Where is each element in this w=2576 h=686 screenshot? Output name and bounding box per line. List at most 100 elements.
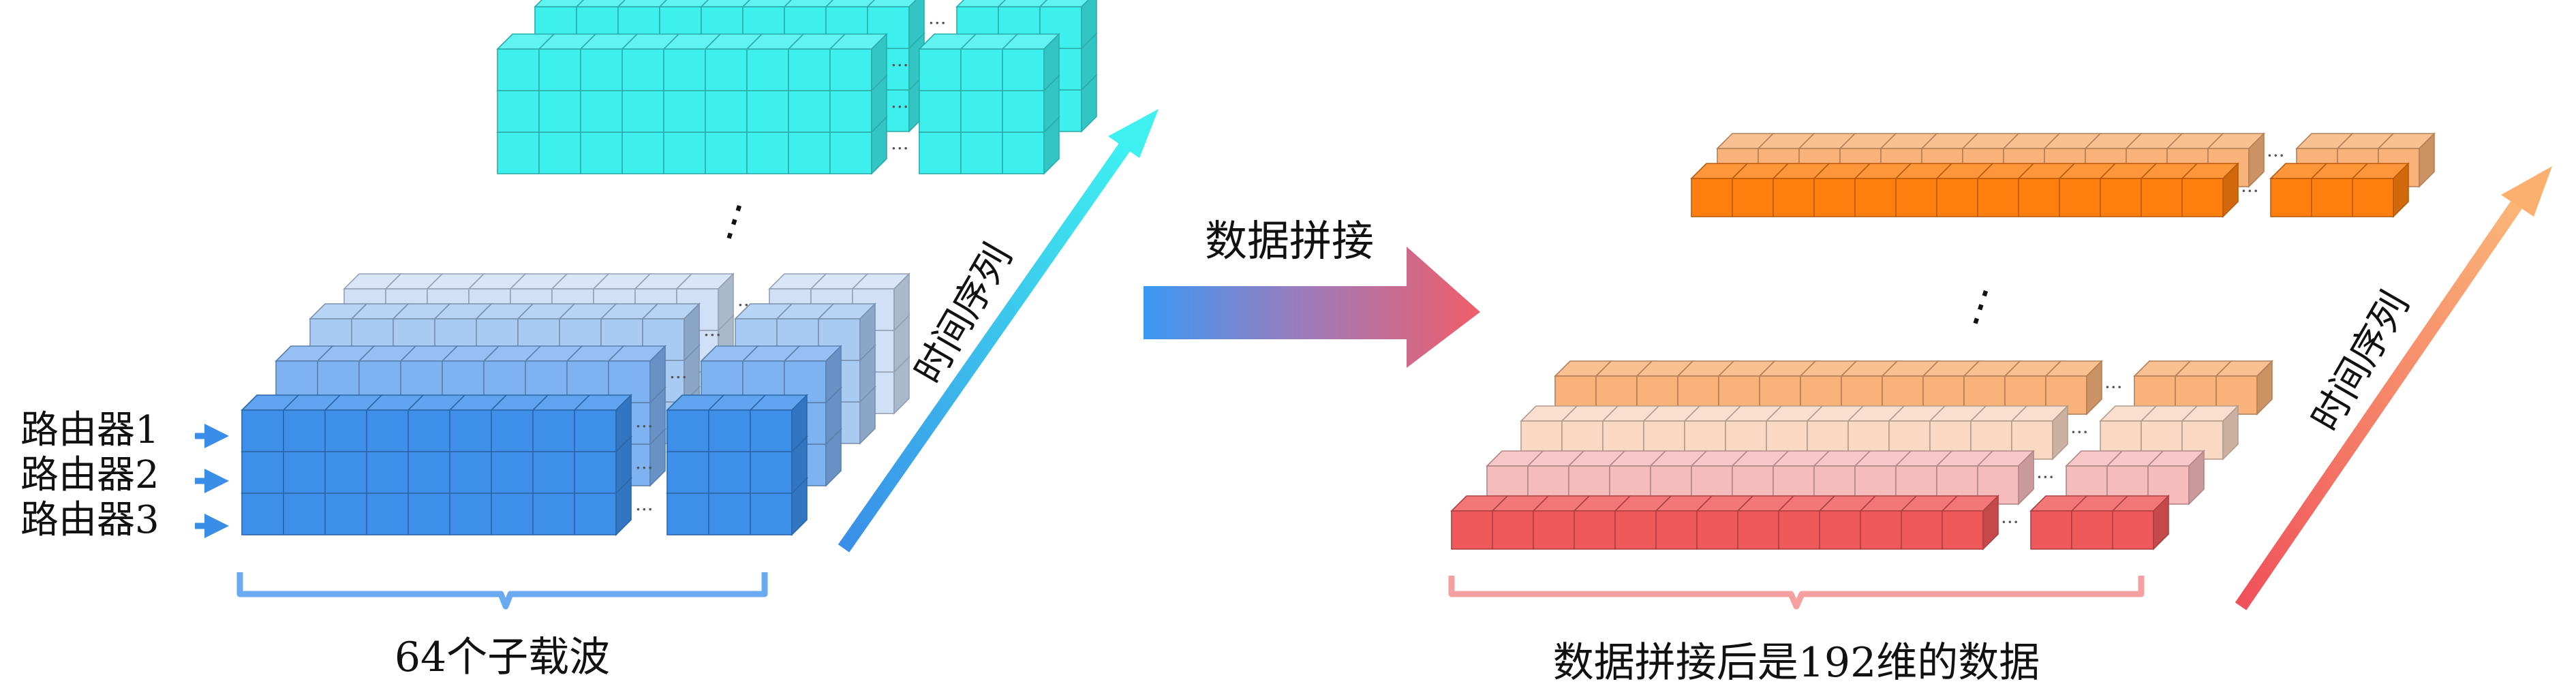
cube-cell xyxy=(491,409,534,452)
cube-cell xyxy=(1002,131,1045,174)
cube-cell xyxy=(788,131,831,174)
cube-cell xyxy=(666,493,709,535)
cube-cell xyxy=(746,48,789,91)
cube-cell xyxy=(449,409,492,452)
cube-side xyxy=(2188,450,2205,505)
cube-side xyxy=(2052,405,2068,461)
cube-cell xyxy=(2352,178,2394,217)
cube-cell xyxy=(532,409,575,452)
cube-cell xyxy=(2311,178,2353,217)
cube-cell xyxy=(1895,178,1937,217)
cube-cell xyxy=(1819,510,1861,550)
cube-cell xyxy=(538,48,581,91)
cube-cell xyxy=(1002,90,1045,133)
cube-cell xyxy=(622,90,664,133)
cube-cell xyxy=(750,409,793,452)
cube-cell xyxy=(960,90,1003,133)
cube-cell xyxy=(1773,178,1815,217)
cube-cell xyxy=(750,451,793,494)
cube-side xyxy=(1081,0,1097,50)
cube-cell xyxy=(1614,510,1657,550)
cyan-layer-front-row-1-ellipsis: ··· xyxy=(891,54,909,77)
cube-cell xyxy=(580,48,623,91)
cube-cell xyxy=(960,131,1003,174)
cube-cell xyxy=(580,131,623,174)
blue-layer-3-row-1-ellipsis: ··· xyxy=(703,324,722,347)
result-row-3-ellipsis: ··· xyxy=(2070,421,2089,443)
cyan-layer-back-row-1-ellipsis: ··· xyxy=(928,12,947,35)
result-bracket xyxy=(1448,576,2145,610)
cube-cell xyxy=(788,90,831,133)
left-vertical-ellipsis: ⋮ xyxy=(707,191,763,251)
cube-cell xyxy=(663,90,706,133)
cube-cell xyxy=(366,451,409,494)
right-time-arrow xyxy=(2235,166,2552,610)
cube-cell xyxy=(449,451,492,494)
orange-front-tail xyxy=(2269,162,2410,218)
cube-side xyxy=(2018,450,2034,505)
cube-side xyxy=(859,302,876,362)
cube-side xyxy=(2086,360,2102,416)
cube-side xyxy=(2153,495,2169,550)
cube-cell xyxy=(1574,510,1616,550)
cube-side xyxy=(2256,360,2273,416)
cube-cell xyxy=(1492,510,1534,550)
cube-cell xyxy=(663,48,706,91)
cube-cell xyxy=(1691,178,1733,217)
cube-cell xyxy=(1942,510,1984,550)
cyan-layer-front-row-3-ellipsis: ··· xyxy=(891,138,909,160)
cube-cell xyxy=(788,48,831,91)
cube-side xyxy=(871,33,887,92)
cube-side xyxy=(893,272,910,332)
cube-cell xyxy=(666,451,709,494)
cube-cell xyxy=(622,131,664,174)
cube-cell xyxy=(1854,178,1897,217)
cube-cell xyxy=(1860,510,1902,550)
cube-cell xyxy=(574,493,617,535)
cube-cell xyxy=(1451,510,1493,550)
cube-cell xyxy=(829,48,872,91)
cube-cell xyxy=(1977,178,2019,217)
cube-cell xyxy=(1732,178,1774,217)
cube-side xyxy=(1982,495,1999,550)
cube-side xyxy=(791,394,808,453)
cube-cell xyxy=(408,493,450,535)
cube-cell xyxy=(1737,510,1779,550)
cube-cell xyxy=(1002,48,1045,91)
cube-cell xyxy=(1696,510,1738,550)
cube-side xyxy=(2222,405,2239,461)
cube-cell xyxy=(1813,178,1856,217)
cube-cell xyxy=(705,131,748,174)
cube-cell xyxy=(1533,510,1575,550)
blue-layer-1-row-1-main xyxy=(241,394,632,453)
cube-cell xyxy=(408,451,450,494)
cube-cell xyxy=(705,90,748,133)
cube-cell xyxy=(1901,510,1943,550)
cube-cell xyxy=(241,409,284,452)
cyan-layer-front-row-1-tail xyxy=(918,33,1060,92)
cube-side xyxy=(615,394,632,453)
cube-cell xyxy=(1936,178,1978,217)
orange-back-ellipsis: ··· xyxy=(2267,144,2285,167)
cube-cell xyxy=(708,451,751,494)
left-time-arrow xyxy=(838,109,1159,552)
cube-cell xyxy=(750,493,793,535)
cube-cell xyxy=(538,90,581,133)
cube-cell xyxy=(666,409,709,452)
router-label-1: 路由器1 xyxy=(20,408,159,452)
orange-front-main xyxy=(1690,162,2239,218)
concat-arrow xyxy=(1144,247,1480,368)
cube-cell xyxy=(919,131,962,174)
blue-layer-1-row-1-tail xyxy=(666,394,808,453)
cube-cell xyxy=(622,48,664,91)
result-row-1-ellipsis: ··· xyxy=(2001,511,2019,533)
blue-layer-1-row-3-ellipsis: ··· xyxy=(635,499,654,521)
cube-cell xyxy=(497,90,540,133)
cube-cell xyxy=(324,451,367,494)
router-label-3: 路由器3 xyxy=(20,498,159,542)
cube-side xyxy=(649,345,666,404)
cube-cell xyxy=(491,451,534,494)
cube-cell xyxy=(580,90,623,133)
